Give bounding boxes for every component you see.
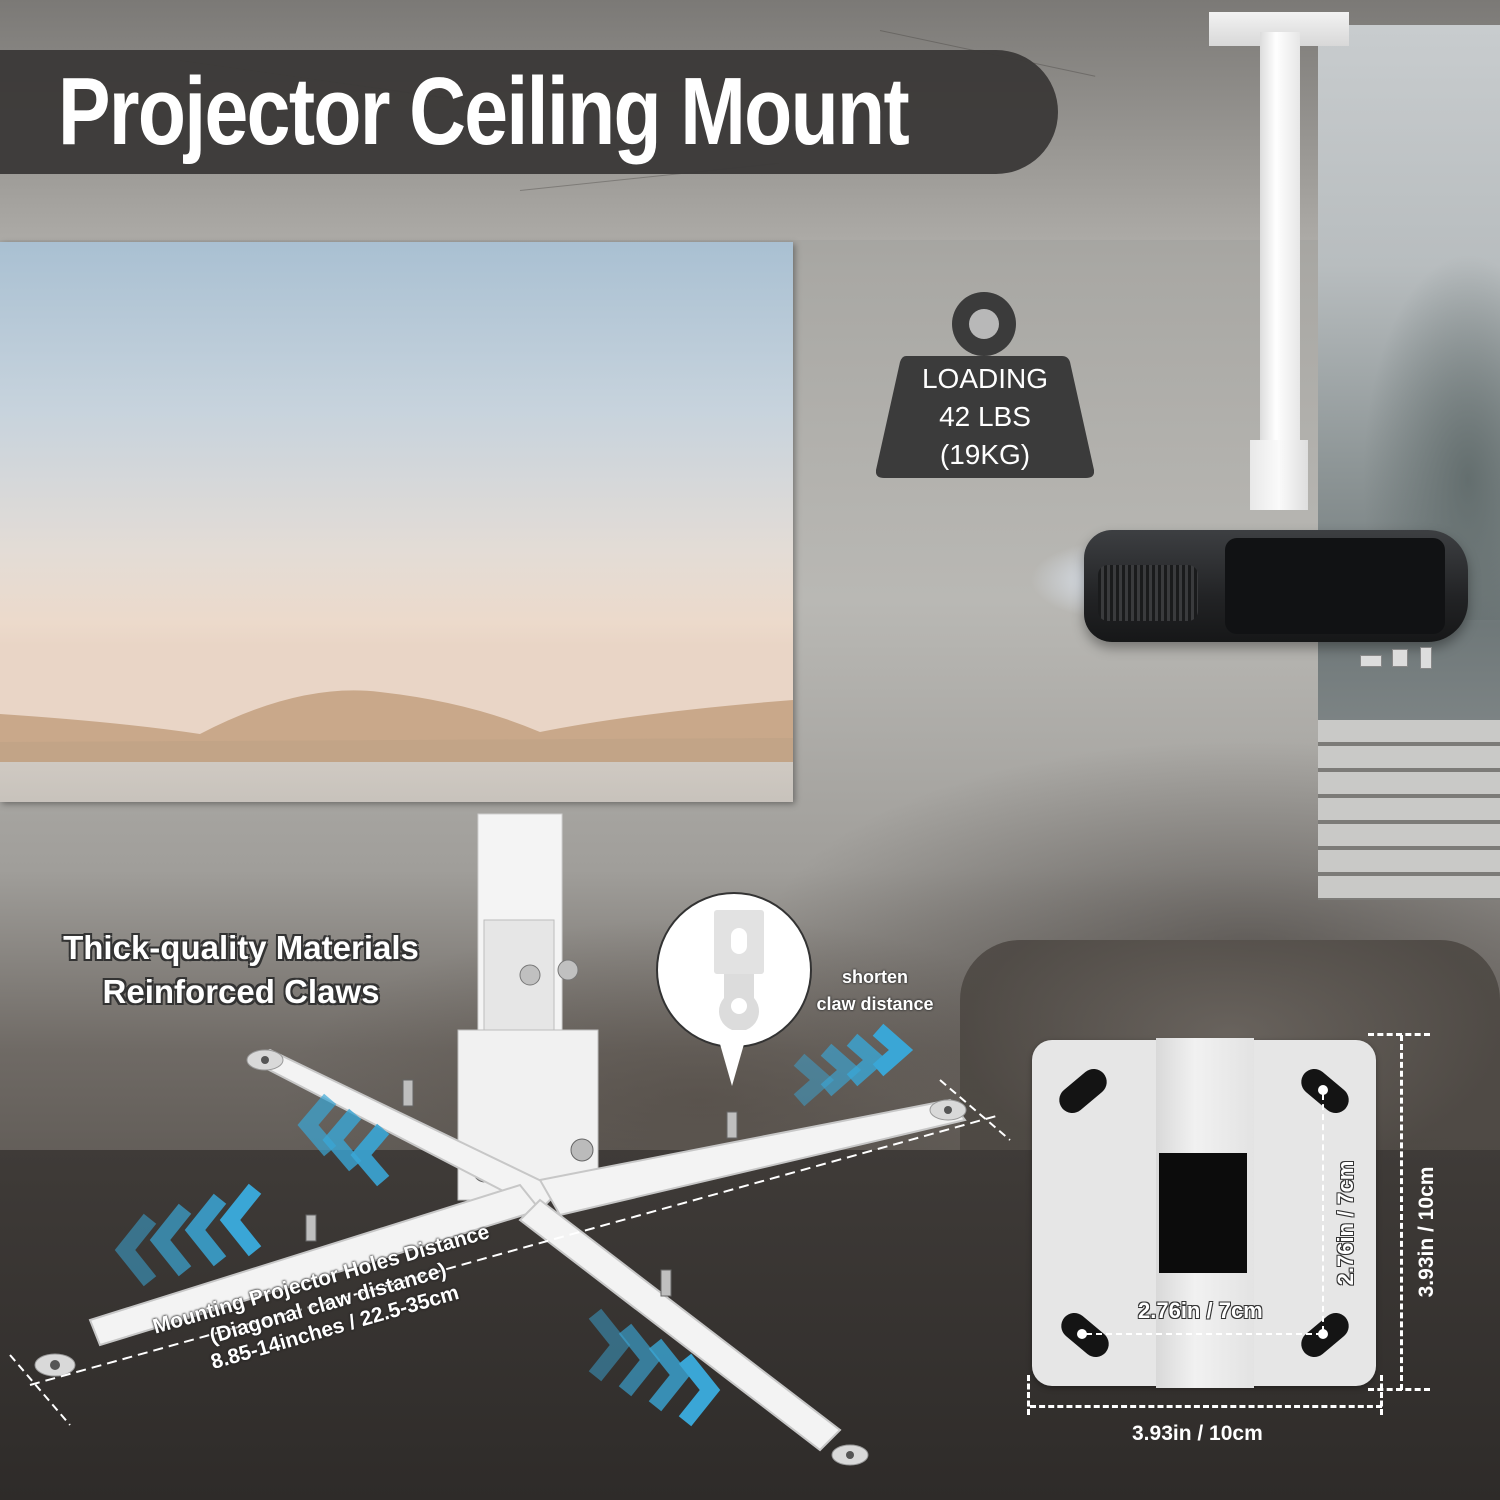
projector-vent xyxy=(1098,565,1198,621)
load-capacity-text: LOADING 42 LBS (19KG) xyxy=(876,360,1094,474)
hole-marker xyxy=(1318,1329,1328,1339)
tilt-joint xyxy=(1250,440,1308,510)
load-lbs: 42 LBS xyxy=(939,401,1031,432)
beach-ground xyxy=(0,762,793,802)
shorten-label: shorten claw distance xyxy=(800,964,950,1018)
stairs xyxy=(1318,720,1500,900)
inner-dim-line-h xyxy=(1086,1333,1322,1335)
shorten-line-1: shorten xyxy=(841,967,908,987)
dim-tick xyxy=(1368,1388,1430,1391)
hole-spacing-horizontal: 2.76in / 7cm xyxy=(1138,1298,1263,1323)
plate-height-label: 3.93in / 10cm xyxy=(1415,1166,1438,1298)
inner-dim-line-v xyxy=(1322,1094,1324,1332)
outer-dim-line-h xyxy=(1030,1405,1382,1408)
claw-callout-bubble xyxy=(656,892,812,1048)
shorten-line-2: claw distance xyxy=(816,994,934,1014)
hole-spacing-vertical: 2.76in / 7cm xyxy=(1333,1160,1358,1286)
dim-tick xyxy=(1027,1375,1030,1415)
hole-marker xyxy=(1077,1329,1087,1339)
plate-width-label: 3.93in / 10cm xyxy=(1132,1422,1263,1445)
materials-line-1: Thick-quality Materials xyxy=(63,929,419,966)
dim-tick xyxy=(1380,1375,1383,1415)
materials-line-2: Reinforced Claws xyxy=(102,973,380,1010)
page-title: Projector Ceiling Mount xyxy=(58,58,910,165)
callout-pointer xyxy=(716,1030,748,1086)
materials-label: Thick-quality Materials Reinforced Claws xyxy=(36,926,446,1014)
outer-dim-line-v xyxy=(1400,1035,1403,1390)
usb-a-port-icon xyxy=(1420,647,1432,669)
dim-tick xyxy=(1368,1033,1430,1036)
title-banner xyxy=(0,50,1058,174)
projector-io-panel xyxy=(1225,538,1445,634)
hdmi-port-icon xyxy=(1360,655,1382,667)
plate-square-cutout xyxy=(1159,1153,1247,1273)
extension-pole xyxy=(1260,32,1300,452)
projection-screen xyxy=(0,242,793,802)
load-label: LOADING xyxy=(921,363,1049,394)
load-kg: (19KG) xyxy=(939,439,1031,470)
usb-b-port-icon xyxy=(1392,649,1408,667)
mount-bracket xyxy=(9,813,1011,1466)
weight-icon xyxy=(876,292,1094,478)
hole-marker xyxy=(1318,1085,1328,1095)
claw-tab-icon xyxy=(714,910,764,1032)
